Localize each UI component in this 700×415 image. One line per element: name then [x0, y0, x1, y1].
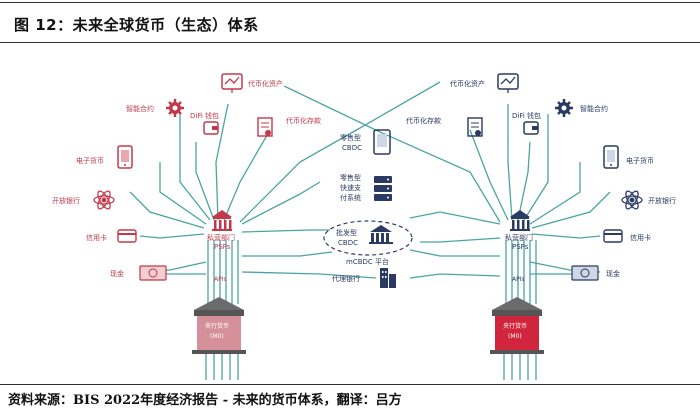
- left-apis-label: APIs: [214, 276, 227, 283]
- wholesale-cbdc-label-2: CBDC: [338, 239, 358, 247]
- right-tokenized-deposits-label: 代币化存款: [406, 116, 441, 125]
- left-connection-lines: [129, 103, 377, 380]
- left-credit-card-label: 信用卡: [86, 233, 107, 242]
- wholesale-cbdc-dashed-ring: [323, 220, 413, 256]
- certificate-icon: [257, 117, 273, 137]
- correspondent-bank-label: 代理银行: [332, 274, 360, 283]
- right-atom-icon: [621, 190, 643, 210]
- credit-card-icon: [117, 229, 137, 243]
- figure-title: 图 12：未来全球货币（生态）体系: [14, 16, 259, 34]
- right-credit-card-label: 信用卡: [630, 233, 651, 242]
- phone-icon: [117, 145, 133, 169]
- left-cash-label: 现金: [110, 269, 124, 278]
- footer-rule: [0, 384, 700, 385]
- retail-cbdc-label-1: 零售型: [340, 133, 361, 142]
- atom-icon: [93, 190, 115, 210]
- right-private-sector-label: 私营部门: [505, 233, 533, 242]
- right-tokenized-assets-label: 代币化资产: [450, 79, 485, 88]
- building-icon: [380, 268, 396, 288]
- right-cash-label: 现金: [606, 269, 620, 278]
- right-apis-label: APIs: [512, 276, 525, 283]
- retail-cbdc-phone-icon: [373, 129, 391, 155]
- right-smart-contract-label: 智能合约: [580, 104, 608, 113]
- mcbdc-platform-label: mCBDC 平台: [346, 257, 389, 266]
- left-private-bank-icon: [212, 210, 232, 231]
- right-phone-icon: [603, 145, 619, 169]
- retail-cbdc-label-2: CBDC: [342, 144, 362, 152]
- left-m0-label: (M0): [210, 333, 224, 340]
- right-m0-label: (M0): [508, 333, 522, 340]
- right-tokenized-assets-icon: [497, 73, 519, 93]
- tokenized-assets-icon: [221, 73, 243, 93]
- fps-label-2: 快速支: [340, 183, 361, 192]
- source-note: 资料来源：BIS 2022年度经济报告 - 未来的货币体系，翻译：吕方: [8, 393, 402, 408]
- left-defi-wallet-label: DiFi 钱包: [190, 111, 219, 120]
- cash-icon: [139, 265, 167, 281]
- left-smart-contract-label: 智能合约: [126, 104, 154, 113]
- crossing-lines: [239, 81, 501, 223]
- right-gear-icon: [555, 99, 573, 117]
- right-credit-card-icon: [603, 229, 623, 243]
- fps-label-3: 付系统: [340, 193, 361, 202]
- right-central-bank-label: 央行货币: [503, 322, 527, 330]
- currency-system-diagram: 代币化资产 智能合约 DiFi 钱包 代币化存款 电子货币: [52, 73, 676, 380]
- top-rule: [0, 2, 700, 3]
- wholesale-bank-icon: [369, 225, 393, 244]
- right-private-bank-icon: [510, 210, 530, 231]
- wholesale-cbdc-label-1: 批发型: [336, 228, 357, 237]
- right-cash-icon: [571, 265, 599, 281]
- right-defi-wallet-label: DiFi 钱包: [512, 111, 541, 120]
- title-underline: [0, 42, 700, 43]
- left-central-bank: [192, 297, 246, 354]
- left-tokenized-deposits-label: 代币化存款: [286, 116, 321, 125]
- right-open-banking-label: 开放银行: [648, 196, 676, 205]
- right-certificate-icon: [467, 117, 483, 137]
- left-open-banking-label: 开放银行: [52, 196, 80, 205]
- right-central-bank: [490, 297, 544, 354]
- left-private-sector-label: 私营部门: [207, 233, 235, 242]
- right-connection-lines: [409, 104, 611, 380]
- left-psps-label: PSPs: [214, 243, 231, 251]
- right-e-money-label: 电子货币: [626, 156, 654, 165]
- left-tokenized-assets-label: 代币化资产: [248, 79, 283, 88]
- gear-icon: [166, 99, 184, 117]
- server-icon: [374, 176, 392, 201]
- wallet-icon: [203, 121, 219, 135]
- fps-label-1: 零售型: [340, 173, 361, 182]
- left-e-money-label: 电子货币: [76, 156, 104, 165]
- right-psps-label: PSPs: [512, 243, 529, 251]
- right-wallet-icon: [523, 121, 539, 135]
- left-central-bank-label: 央行货币: [205, 322, 229, 330]
